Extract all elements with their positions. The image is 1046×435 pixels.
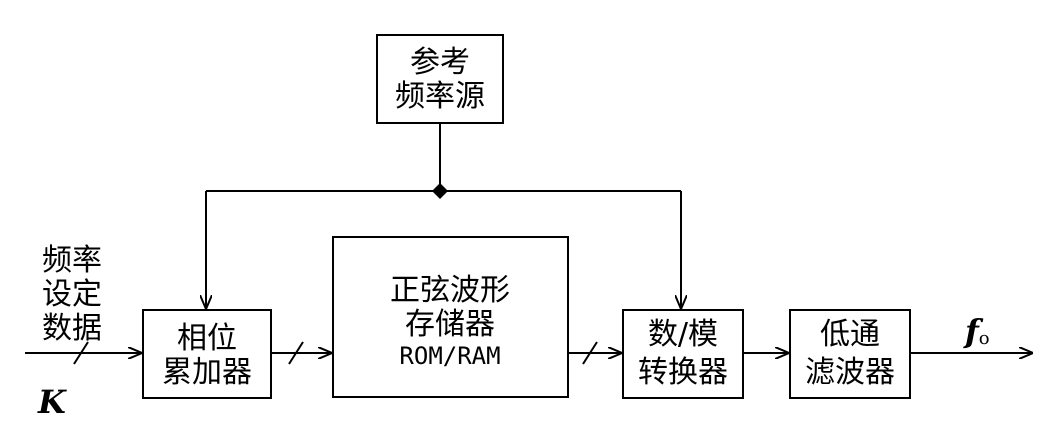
input-symbol-k: K: [37, 383, 67, 421]
sine-memory-block: [332, 236, 569, 398]
phase-accumulator-block: [142, 309, 272, 399]
reference-label-line1: 参考: [410, 45, 470, 80]
output-symbol-main: f: [963, 312, 984, 350]
memory-label-line3: ROM/RAM: [399, 342, 500, 370]
accumulator-bus-slash: [288, 341, 304, 365]
input-bus-slash: [73, 341, 89, 365]
lowpass-filter-block: [789, 309, 911, 399]
dac-label-line1: 数/模: [648, 317, 718, 352]
junction-dot: [432, 183, 448, 199]
dac-label-line2: 转换器: [638, 355, 728, 390]
input-label-line2: 设定: [42, 277, 102, 312]
input-label-line1: 频率: [42, 243, 102, 278]
accumulator-label-line2: 累加器: [162, 355, 252, 390]
filter-label-line1: 低通: [820, 317, 880, 352]
output-symbol-subscript: o: [979, 328, 990, 349]
input-label-line3: 数据: [42, 311, 102, 346]
reference-label-line2: 频率源: [395, 79, 485, 114]
memory-bus-slash: [582, 341, 598, 365]
filter-label-line2: 滤波器: [805, 355, 895, 390]
memory-label-line1: 正弦波形: [390, 273, 510, 308]
accumulator-label-line1: 相位: [177, 321, 237, 356]
memory-label-line2: 存储器: [405, 307, 495, 342]
output-symbol-f: fo: [963, 312, 990, 350]
reference-frequency-block: [376, 34, 504, 124]
